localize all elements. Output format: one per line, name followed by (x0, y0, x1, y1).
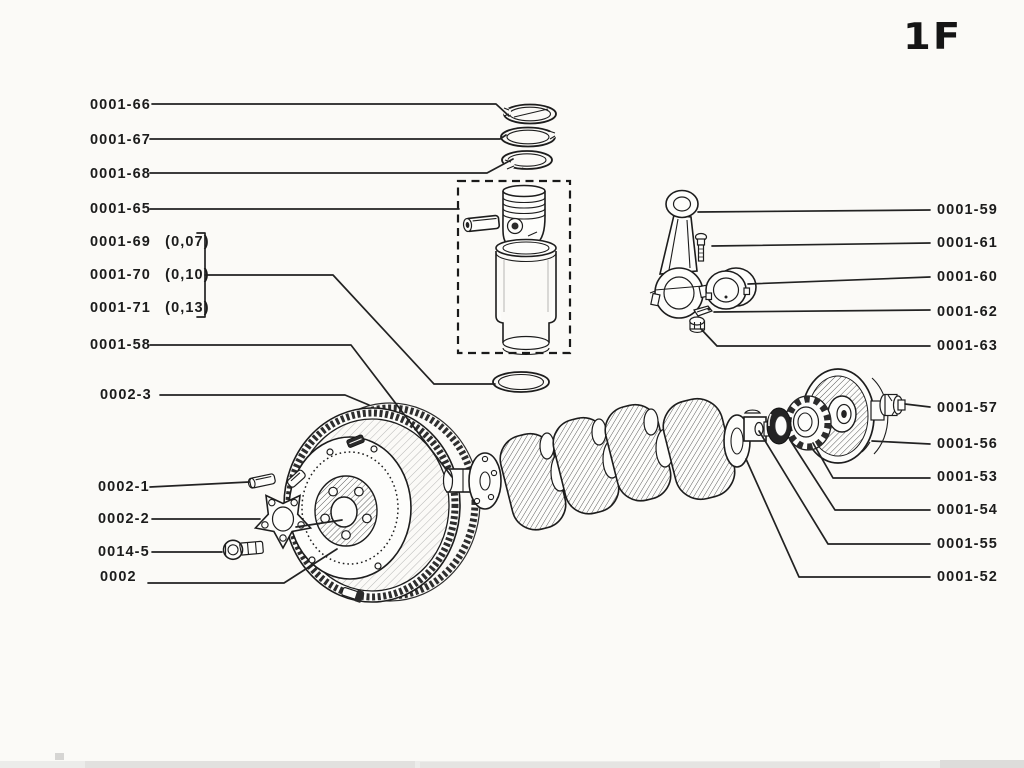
part-label-0001-70: 0001-70 (0,10) (90, 267, 210, 283)
part-label-0001-61: 0001-61 (937, 235, 998, 251)
part-label-0001-67: 0001-67 (90, 132, 151, 148)
part-label-0002-3: 0002-3 (100, 387, 152, 403)
part-label-0001-55: 0001-55 (937, 536, 998, 552)
part-label-0001-59: 0001-59 (937, 202, 998, 218)
flywheel-illustration (283, 402, 481, 603)
lock-washer-illustration (693, 305, 713, 317)
rod-bolt-illustration (694, 232, 708, 262)
part-label-0001-65: 0001-65 (90, 201, 151, 217)
part-label-0001-53: 0001-53 (937, 469, 998, 485)
part-label-0001-71: 0001-71 (0,13) (90, 300, 210, 316)
sheet-code: 1F (903, 15, 963, 59)
part-label-0001-60: 0001-60 (937, 269, 998, 285)
scan-edge (0, 753, 1024, 768)
leader-lines (147, 103, 931, 584)
bearing-shells-illustration (705, 267, 757, 310)
rod-nut-illustration (689, 316, 706, 333)
oil-seal-illustration (766, 407, 792, 445)
part-label-0001-68: 0001-68 (90, 166, 151, 182)
liner-shim-illustration (492, 371, 550, 393)
dowel-pin-illustration (247, 469, 306, 489)
part-label-0001-56: 0001-56 (937, 436, 998, 452)
part-label-0001-66: 0001-66 (90, 97, 151, 113)
flywheel-bolt-illustration (222, 539, 264, 561)
gudgeon-pin-illustration (462, 214, 501, 233)
piston-illustration (502, 184, 546, 253)
part-label-0001-58: 0001-58 (90, 337, 151, 353)
part-label-0002: 0002 (100, 569, 137, 585)
part-label-0014-5: 0014-5 (98, 544, 150, 560)
piston-rings-illustration (500, 103, 557, 171)
part-label-0001-69: 0001-69 (0,07) (90, 234, 210, 250)
part-label-0002-2: 0002-2 (98, 511, 150, 527)
starter-dog-illustration (870, 393, 906, 421)
cylinder-liner-illustration (495, 238, 557, 356)
piston-cylinder-box (456, 179, 572, 355)
part-label-0001-52: 0001-52 (937, 569, 998, 585)
part-label-0001-57: 0001-57 (937, 400, 998, 416)
part-label-0002-1: 0002-1 (98, 479, 150, 495)
crankshaft-illustration (442, 397, 774, 531)
lock-plate-illustration (253, 494, 313, 550)
part-label-0001-54: 0001-54 (937, 502, 998, 518)
part-label-0001-63: 0001-63 (937, 338, 998, 354)
timing-sprocket-illustration (784, 395, 832, 451)
part-label-0001-62: 0001-62 (937, 304, 998, 320)
connecting-rod-illustration (649, 189, 709, 319)
